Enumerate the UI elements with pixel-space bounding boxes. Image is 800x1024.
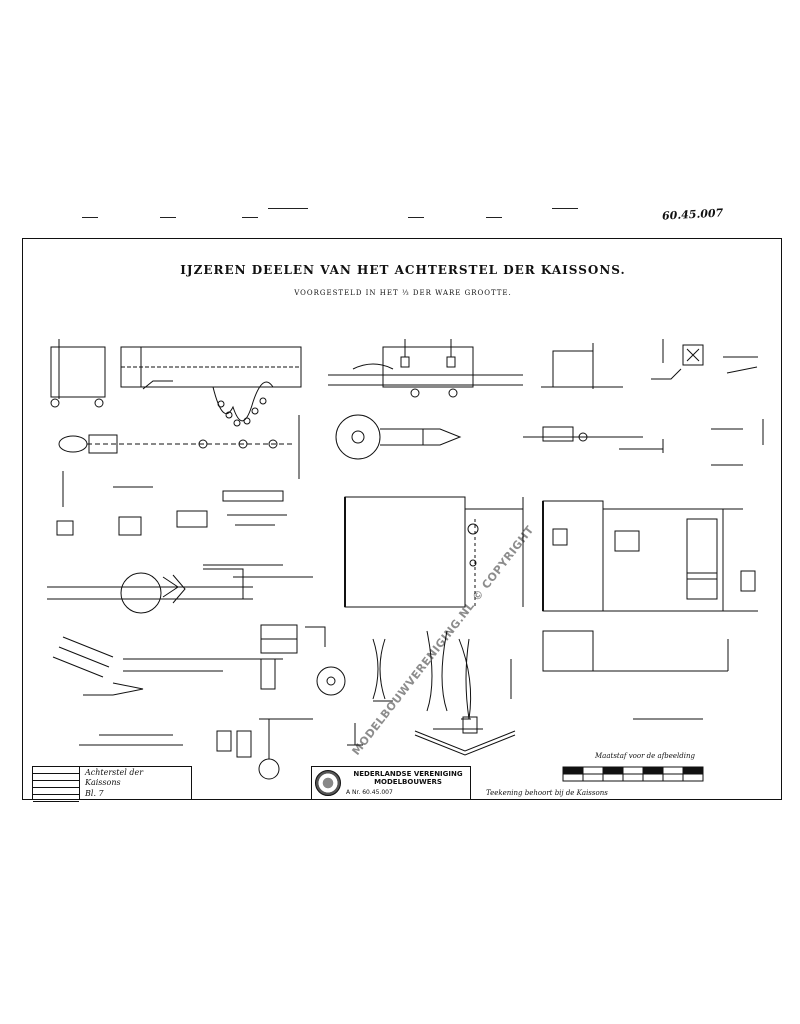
title-block-hand-line: Bl. 7: [85, 789, 104, 798]
title-block-hand-line: Kaissons: [85, 778, 121, 787]
organization-name: NEDERLANDSE VERENIGING: [353, 770, 463, 778]
drawing-part: [344, 496, 524, 608]
drawing-number: A Nr. 60.45.007: [346, 789, 393, 796]
drawing-part: [56, 471, 287, 536]
edge-mark: [408, 217, 424, 218]
scale-bar: [562, 766, 704, 782]
title-block-fields: [33, 767, 80, 802]
drawing-part: [316, 630, 512, 720]
sheet-subtitle: VOORGESTELD IN HET ⅓ DER WARE GROOTTE.: [294, 289, 512, 297]
title-block-middle: NEDERLANDSE VERENIGING MODELBOUWERS A Nr…: [311, 766, 471, 800]
drawing-part: [79, 682, 363, 780]
drawing-part: [335, 414, 462, 460]
drawing-part: [50, 339, 106, 408]
organization-name: MODELBOUWERS: [374, 778, 442, 786]
edge-mark: [268, 208, 308, 209]
title-block-hand-line: Achterstel der: [85, 768, 144, 777]
edge-mark: [486, 217, 502, 218]
edge-mark: [82, 217, 98, 218]
drawing-part: [58, 415, 300, 479]
sheet-title: IJZEREN DEELEN VAN HET ACHTERSTEL DER KA…: [180, 263, 626, 277]
drawing-part: [328, 339, 523, 398]
edge-mark: [552, 208, 578, 209]
technical-drawing: [47, 339, 764, 782]
drawing-part: [414, 716, 516, 756]
edge-mark: [242, 217, 258, 218]
drawing-part: [542, 630, 729, 720]
bottom-note: Teekening behoort bij de Kaissons: [486, 789, 608, 797]
drawing-part: [120, 346, 302, 427]
drawing-part: [47, 564, 313, 614]
scale-bar-label: Maatstaf voor de afbeelding: [595, 752, 696, 760]
drawing-part: [542, 500, 758, 612]
drawing-part: [52, 624, 326, 690]
society-seal-icon: [315, 770, 341, 796]
reference-number: 60.45.007: [661, 206, 724, 223]
drawing-sheet: IJZEREN DEELEN VAN HET ACHTERSTEL DER KA…: [22, 238, 782, 802]
drawing-part: [523, 419, 764, 466]
edge-mark: [160, 217, 176, 218]
title-block-left: Achterstel der Kaissons Bl. 7: [32, 766, 192, 802]
drawing-part: [541, 339, 758, 389]
